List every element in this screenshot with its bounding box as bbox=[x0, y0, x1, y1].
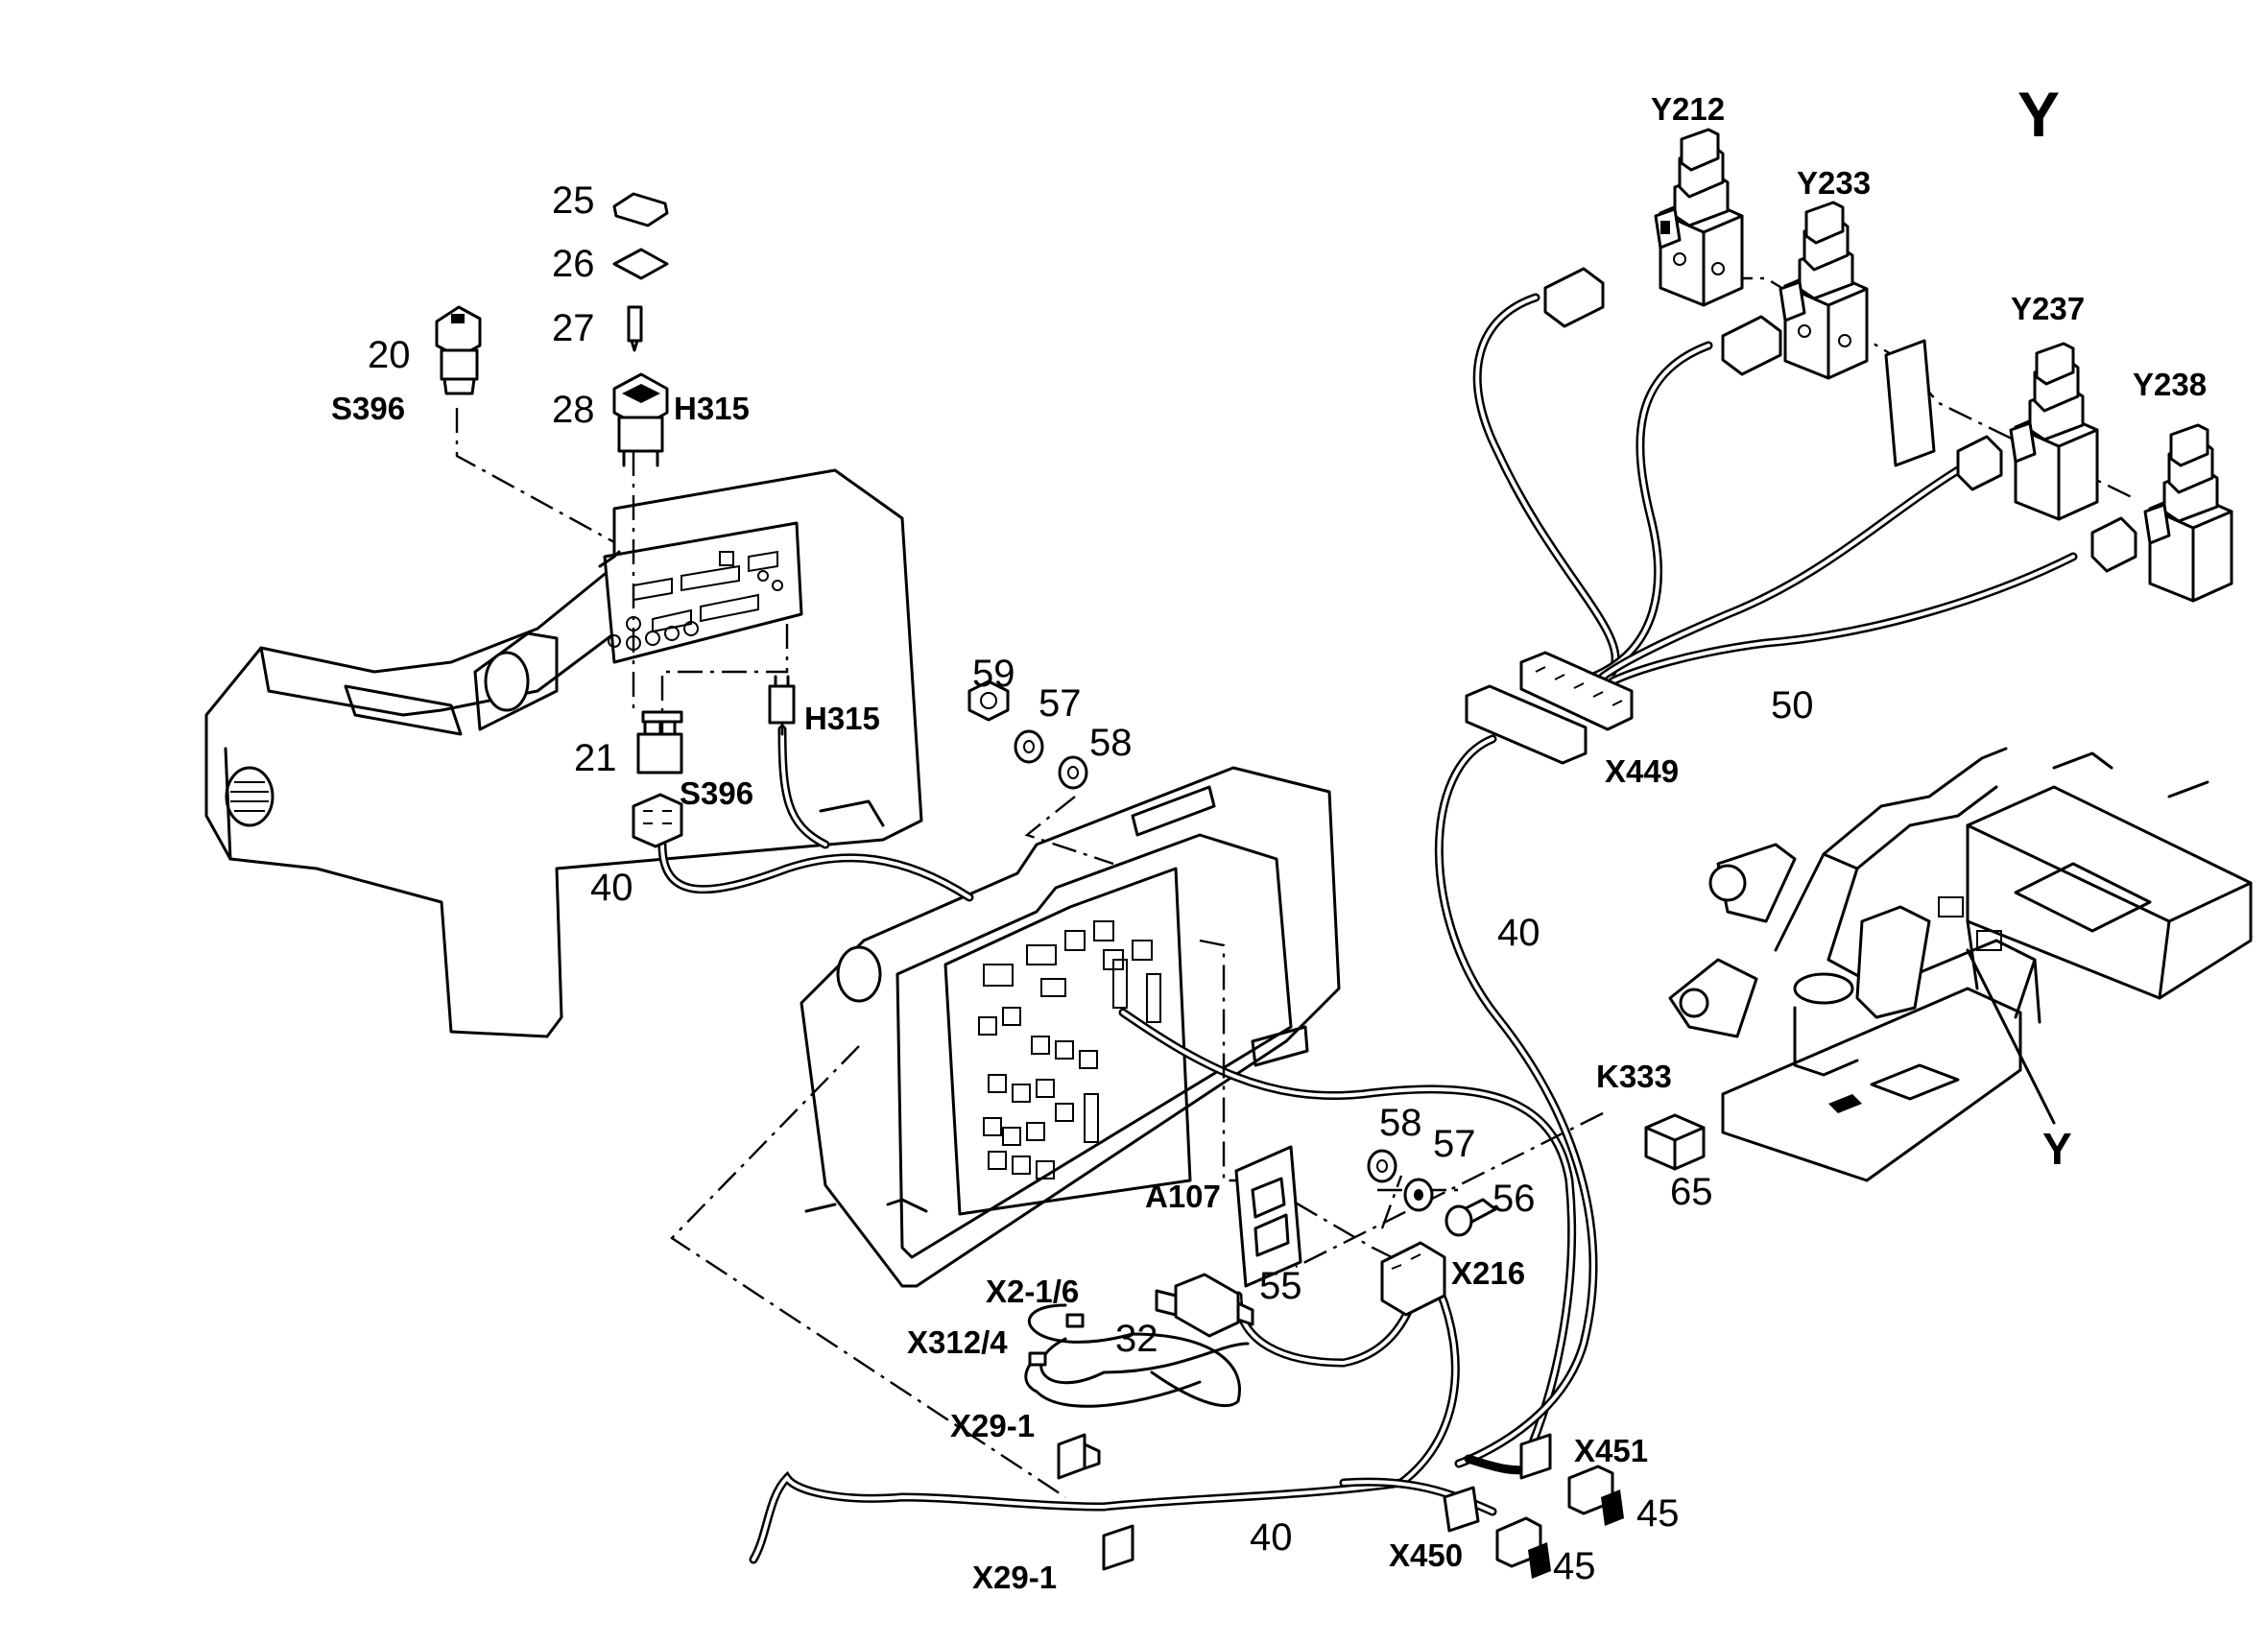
part-40-connector bbox=[632, 793, 683, 848]
label-y233: Y233 bbox=[1797, 165, 1871, 201]
part-21-relay bbox=[636, 710, 683, 774]
part-56-screw bbox=[1444, 1198, 1497, 1237]
label-y-view: Y bbox=[2017, 79, 2060, 150]
part-58b-washer bbox=[1367, 1149, 1397, 1183]
valve-y237 bbox=[1956, 342, 2099, 521]
label-32: 32 bbox=[1115, 1318, 1158, 1360]
label-y-pointer: Y bbox=[2042, 1124, 2072, 1174]
label-58-mid: 58 bbox=[1379, 1102, 1422, 1144]
part-27-bulb bbox=[627, 305, 643, 352]
electrical-box bbox=[800, 766, 1341, 1288]
part-x216-connector bbox=[1380, 1241, 1446, 1317]
label-27: 27 bbox=[552, 307, 595, 349]
valve-y233 bbox=[1721, 201, 1869, 380]
label-h315-top: H315 bbox=[674, 391, 750, 426]
label-x2-1-6: X2-1/6 bbox=[986, 1274, 1079, 1309]
part-h315-plug bbox=[768, 675, 796, 736]
label-h315: H315 bbox=[804, 701, 880, 736]
label-57-top: 57 bbox=[1039, 682, 1082, 725]
label-x216: X216 bbox=[1451, 1255, 1525, 1291]
part-57-washer bbox=[1014, 729, 1044, 764]
part-28-lamp bbox=[612, 372, 669, 467]
label-20: 20 bbox=[368, 334, 411, 376]
label-x29-1-bottom: X29-1 bbox=[972, 1560, 1057, 1595]
valve-y238 bbox=[2090, 423, 2233, 603]
label-21: 21 bbox=[574, 737, 617, 779]
part-55-plate bbox=[1234, 1145, 1302, 1288]
label-55: 55 bbox=[1259, 1265, 1302, 1307]
label-x449: X449 bbox=[1605, 753, 1679, 789]
label-s396: S396 bbox=[680, 775, 753, 811]
label-40-left: 40 bbox=[590, 867, 633, 909]
label-28: 28 bbox=[552, 389, 595, 431]
label-40-right: 40 bbox=[1497, 912, 1540, 954]
part-x29-connector bbox=[1057, 1433, 1134, 1571]
part-x451-connector bbox=[1519, 1433, 1624, 1526]
part-26-gasket bbox=[612, 248, 669, 280]
label-y238: Y238 bbox=[2133, 367, 2207, 402]
label-57-mid: 57 bbox=[1433, 1123, 1476, 1165]
part-20-switch bbox=[435, 305, 482, 395]
valve-spacer-plate bbox=[1884, 339, 1936, 467]
label-s396-top: S396 bbox=[331, 391, 405, 426]
machine-overview bbox=[1668, 747, 2253, 1182]
label-65: 65 bbox=[1670, 1171, 1713, 1213]
label-x450: X450 bbox=[1389, 1537, 1463, 1573]
part-58-washer bbox=[1058, 755, 1088, 790]
label-26: 26 bbox=[552, 243, 595, 285]
label-40-bottom: 40 bbox=[1250, 1516, 1293, 1559]
label-25: 25 bbox=[552, 179, 595, 222]
part-x2-pin bbox=[1028, 1313, 1085, 1367]
label-x312-4: X312/4 bbox=[907, 1324, 1008, 1360]
label-45-bottom: 45 bbox=[1553, 1545, 1596, 1587]
part-32-connector bbox=[1155, 1273, 1254, 1338]
part-x450-connector bbox=[1443, 1486, 1551, 1579]
valve-y212 bbox=[1543, 128, 1744, 328]
label-45-right: 45 bbox=[1636, 1492, 1680, 1535]
part-59-nut bbox=[967, 679, 1010, 722]
part-25-lens bbox=[612, 192, 669, 227]
label-y212: Y212 bbox=[1651, 91, 1725, 127]
solenoid-cables bbox=[1472, 293, 2078, 686]
callout-labels: 20 S396 25 26 27 28 H315 H315 21 S396 40… bbox=[331, 79, 2207, 1595]
label-y237: Y237 bbox=[2011, 291, 2085, 326]
connector-block-x449 bbox=[1465, 651, 1634, 765]
label-58-top: 58 bbox=[1089, 722, 1133, 764]
label-59: 59 bbox=[972, 653, 1015, 695]
label-x451: X451 bbox=[1574, 1433, 1648, 1468]
label-50: 50 bbox=[1771, 684, 1814, 727]
circuit-components bbox=[978, 920, 1161, 1179]
console-housing bbox=[204, 468, 923, 1038]
label-a107: A107 bbox=[1145, 1179, 1221, 1214]
label-56: 56 bbox=[1492, 1178, 1536, 1220]
part-57b-washer bbox=[1403, 1178, 1434, 1212]
label-x29-1-top: X29-1 bbox=[950, 1408, 1035, 1443]
part-65-relay bbox=[1644, 1113, 1706, 1171]
label-k333: K333 bbox=[1596, 1059, 1672, 1094]
